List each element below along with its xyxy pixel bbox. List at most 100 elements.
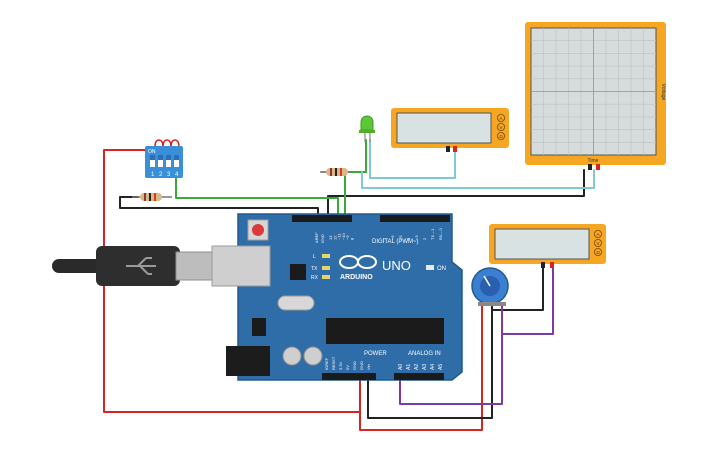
mode-button[interactable] <box>594 229 603 238</box>
capacitor-1 <box>282 346 302 366</box>
digital-pin-label: ~9 <box>345 235 350 240</box>
usb-cable[interactable] <box>52 246 215 286</box>
crystal <box>277 295 315 311</box>
power-pin-label: RESET <box>331 356 336 370</box>
mode-label: V <box>596 241 599 246</box>
tx-label: TX <box>311 266 318 272</box>
dip-switch-body <box>145 146 183 178</box>
mode-label: Ω <box>499 134 503 139</box>
potentiometer[interactable] <box>471 267 509 306</box>
multimeter-top-probe-red[interactable] <box>453 146 457 152</box>
mode-button[interactable] <box>594 247 603 256</box>
digital-pin-label: 8 <box>350 237 355 240</box>
cyan-wire-to-scope[interactable] <box>361 169 595 189</box>
rx-led <box>322 275 330 279</box>
digital-pin-label: 2 <box>422 237 427 240</box>
analog-pin-label: A0 <box>398 364 404 370</box>
usb-symbol-icon <box>126 257 156 275</box>
arduino-brand: ARDUINO <box>340 274 373 281</box>
usb-cable-wire <box>52 259 102 273</box>
dip-position-number: 2 <box>159 172 163 178</box>
cyan-wire-to-multimeter[interactable] <box>369 139 456 179</box>
oscilloscope-probe-black[interactable] <box>588 164 592 170</box>
digital-header-right[interactable] <box>380 215 450 222</box>
l-led <box>322 254 330 258</box>
power-pin-label: GND <box>359 361 364 370</box>
multimeter-right-modes[interactable]: AVΩ <box>594 229 603 256</box>
multimeter-top[interactable]: AVΩ <box>391 108 509 152</box>
resistor-switch[interactable] <box>132 193 172 201</box>
dip-toggle[interactable] <box>166 155 171 167</box>
reset-button-cap[interactable] <box>252 224 264 236</box>
power-jack <box>226 346 270 376</box>
black-wire-gnd-to-pot[interactable] <box>367 304 493 419</box>
mode-button[interactable] <box>496 114 505 123</box>
tx-led <box>322 266 330 270</box>
dip-toggle[interactable] <box>158 155 163 167</box>
purple-wire-multimeter-probe[interactable] <box>501 267 554 335</box>
usb-chip <box>290 264 306 280</box>
analog-pin-label: A3 <box>422 364 428 370</box>
digital-header-left[interactable] <box>292 215 352 222</box>
analog-pin-label: A1 <box>406 364 412 370</box>
dip-loop-wires <box>154 139 180 147</box>
black-wire-resistor-to-gnd[interactable] <box>119 196 319 223</box>
multimeter-right-probe-red[interactable] <box>550 262 554 268</box>
oscilloscope-probe-red[interactable] <box>596 164 600 170</box>
green-wire-led-to-pin[interactable] <box>344 139 367 223</box>
purple-wire-a0-to-pot[interactable] <box>399 304 503 405</box>
digital-pin-label: ~6 <box>390 235 395 240</box>
digital-pin-label: ~3 <box>414 235 419 240</box>
arduino-infinity-icon <box>339 255 377 269</box>
uno-model: UNO <box>382 258 411 273</box>
usb-cable-connector <box>175 251 215 281</box>
digital-pin-label: 4 <box>406 237 411 240</box>
usb-jack <box>211 245 271 287</box>
dip-on-label: ON <box>148 149 156 155</box>
oscilloscope-y-label: Voltage <box>660 84 666 101</box>
analog-pin-label: A5 <box>438 364 444 370</box>
dip-position-number: 4 <box>175 172 179 178</box>
digital-pin-label: TX→1 <box>430 228 435 240</box>
mode-button[interactable] <box>594 238 603 247</box>
digital-pin-label: ~5 <box>398 235 403 240</box>
multimeter-top-probe-black[interactable] <box>446 146 450 152</box>
power-label: POWER <box>364 351 387 357</box>
wires <box>103 139 595 431</box>
power-header[interactable] <box>322 373 376 380</box>
green-led[interactable] <box>359 115 375 142</box>
potentiometer-indicator <box>483 275 491 287</box>
multimeter-top-modes[interactable]: AVΩ <box>496 114 505 140</box>
mode-button[interactable] <box>496 131 505 140</box>
multimeter-right-display <box>494 228 590 260</box>
black-wire-scope-ground[interactable] <box>327 169 585 223</box>
resistor-led[interactable] <box>320 168 352 176</box>
black-wire-multimeter-com[interactable] <box>491 267 544 311</box>
digital-pin-label: RX←0 <box>438 227 443 240</box>
mode-label: A <box>596 232 599 237</box>
dip-toggle[interactable] <box>174 155 179 167</box>
dip-toggles[interactable] <box>150 155 179 167</box>
red-wire-5v-to-pot[interactable] <box>359 304 483 431</box>
analog-pin-label: A2 <box>414 364 420 370</box>
capacitor-2 <box>303 346 323 366</box>
digital-pin-label: ~11 <box>337 233 342 240</box>
dip-toggle-slider <box>174 155 179 160</box>
multimeter-right-probe-black[interactable] <box>541 262 545 268</box>
green-wire-switch-to-pin[interactable] <box>175 177 339 223</box>
gnd-label: GND <box>320 234 325 243</box>
oscilloscope[interactable]: Time Voltage <box>525 22 666 170</box>
on-label: ON <box>437 266 446 272</box>
analog-header[interactable] <box>394 373 444 380</box>
power-pin-label: 5V <box>345 365 350 370</box>
mode-label: A <box>499 116 502 121</box>
mode-button[interactable] <box>496 123 505 132</box>
multimeter-right[interactable]: AVΩ <box>489 224 606 268</box>
dip-toggle[interactable] <box>150 155 155 167</box>
